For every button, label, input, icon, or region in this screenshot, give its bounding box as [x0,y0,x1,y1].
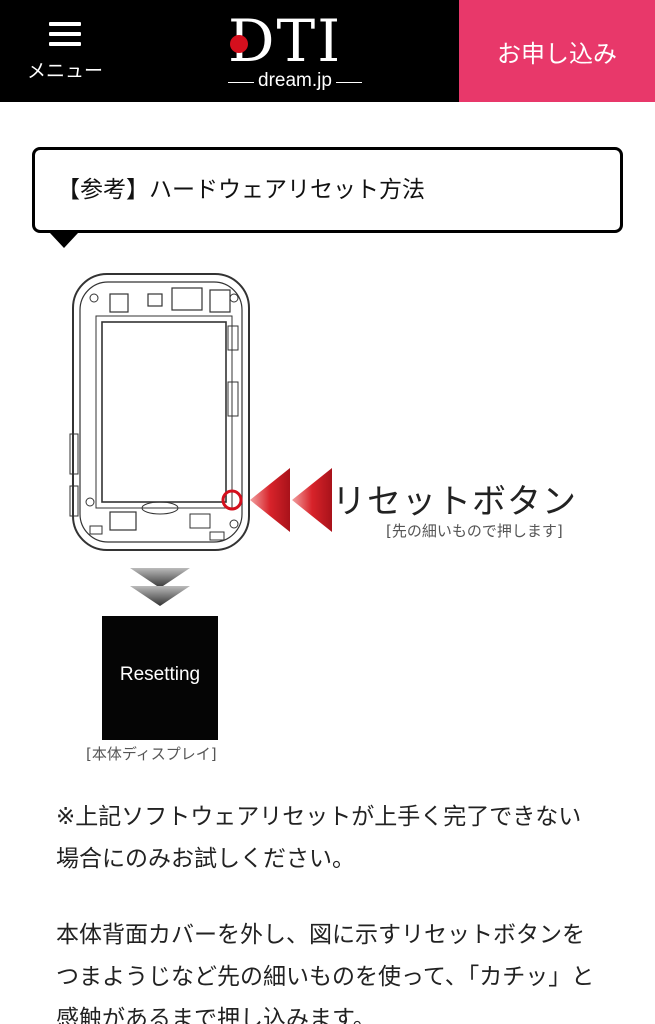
display-caption: [本体ディスプレイ] [86,745,217,763]
router-back-illustration [69,273,332,606]
menu-button[interactable]: メニュー [0,0,130,102]
menu-label: メニュー [26,60,103,82]
down-arrows-icon [130,568,190,606]
reset-button-hint: [先の細いもので押します] [386,522,563,540]
section-heading-box: 【参考】ハードウェアリセット方法 [32,147,623,233]
hardware-reset-diagram: リセットボタン [先の細いもので押します] Resetting [本体ディスプレ… [60,262,600,782]
hamburger-icon [49,22,81,46]
instruction-paragraph: 本体背面カバーを外し、図に示すリセットボタンをつまようじなど先の細いものを使って… [56,922,595,1024]
note-paragraph: ※上記ソフトウェアリセットが上手く完了できない場合にのみお試しください。 [56,804,582,872]
speech-bubble-tail [50,233,78,248]
red-arrows-icon [250,468,332,532]
reset-button-label: リセットボタン [332,482,577,522]
dti-logo[interactable]: DTI dream.jp [222,8,368,94]
section-heading: 【参考】ハードウェアリセット方法 [57,177,425,203]
site-header: メニュー DTI dream.jp お申し込み [0,0,655,102]
reset-button-marker-icon [221,489,243,511]
logo-sub-text: dream.jp [222,70,368,92]
display-resetting-text: Resetting [119,664,201,685]
router-device [69,273,250,551]
apply-button[interactable]: お申し込み [459,0,655,102]
logo-red-dot-icon [230,35,248,53]
device-display: Resetting [102,616,218,740]
